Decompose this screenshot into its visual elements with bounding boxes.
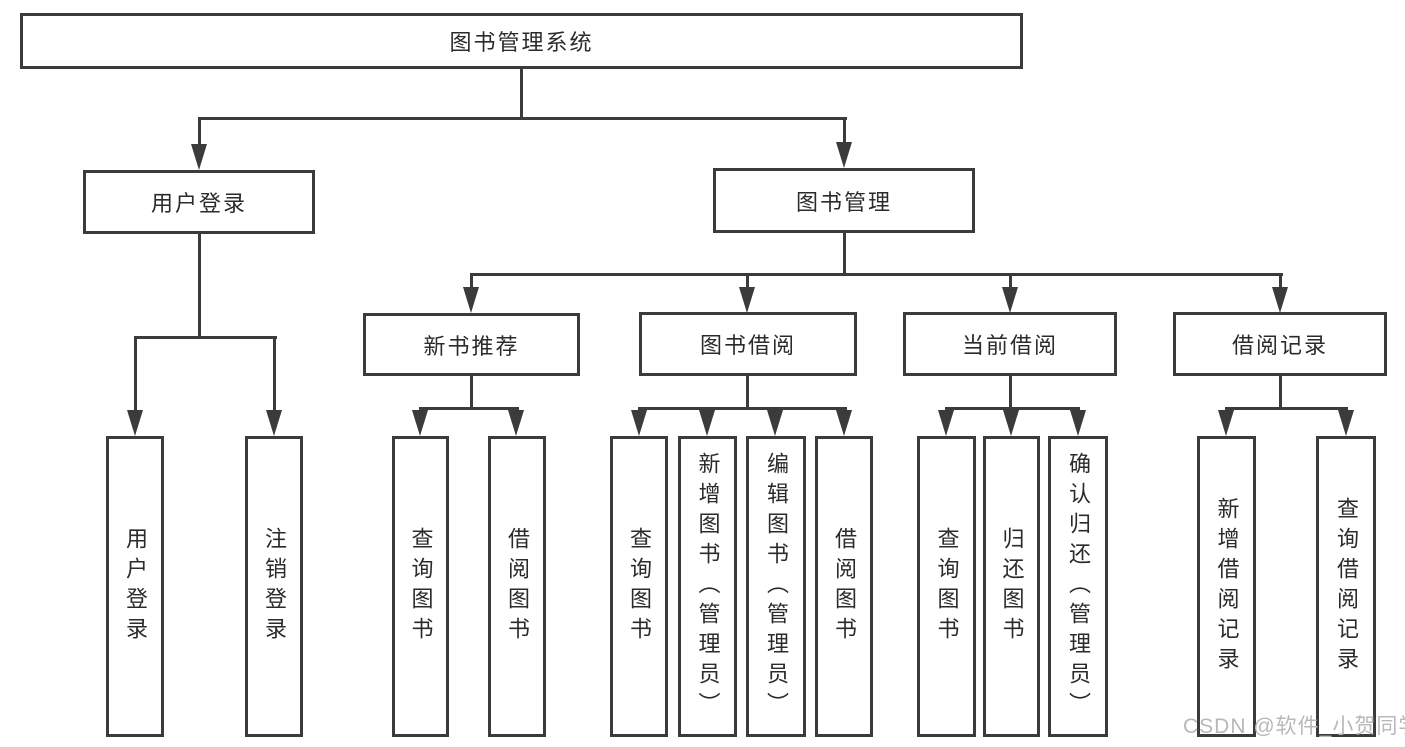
connector-line [198,117,201,147]
connector-line [746,374,749,409]
connector-line [198,117,847,120]
arrowhead [508,410,524,436]
connector-line [273,336,276,414]
node-library-system: 图书管理系统 [20,13,1023,69]
node-label: 归还图书 [999,526,1025,647]
arrowhead [412,410,428,436]
node-label: 借阅图书 [832,526,857,647]
leaf-query-borrow-record: 查询借阅记录 [1316,436,1376,737]
connector-line [1009,374,1012,409]
connector-line [470,273,473,289]
connector-line [1279,273,1282,289]
connector-line [1279,374,1282,409]
connector-line [746,273,749,289]
node-borrow-records: 借阅记录 [1173,312,1387,376]
leaf-add-books-admin: 新增图书（管理员） [678,436,737,737]
arrowhead [1218,410,1234,436]
leaf-borrow-books: 借阅图书 [815,436,873,737]
arrowhead [767,410,783,436]
node-label: 借阅图书 [505,526,530,647]
arrowhead [938,410,954,436]
connector-line [843,117,846,145]
arrowhead [631,410,647,436]
arrowhead [463,287,479,313]
leaf-confirm-return-admin: 确认归还（管理员） [1048,436,1108,737]
node-label: 图书管理系统 [449,30,594,55]
node-label: 确认归还（管理员） [1066,451,1091,722]
node-label: 查询图书 [408,526,434,647]
connector-line [198,233,201,338]
connector-line [470,374,473,409]
arrowhead [836,142,852,168]
connector-line [1225,407,1348,410]
node-book-borrow: 图书借阅 [639,312,857,376]
connector-line [134,336,137,414]
connector-line [520,68,523,120]
node-label: 新增借阅记录 [1214,496,1240,677]
arrowhead [836,410,852,436]
arrowhead [127,410,143,436]
node-label: 注销登录 [262,526,287,647]
arrowhead [1003,410,1019,436]
node-label: 当前借阅 [961,333,1058,358]
arrowhead [1338,410,1354,436]
leaf-edit-books-admin: 编辑图书（管理员） [746,436,806,737]
arrowhead [266,410,282,436]
connector-line [638,407,847,410]
watermark: CSDN @软件_小贺同学 [1183,715,1405,738]
node-label: 借阅记录 [1231,333,1328,358]
arrowhead [699,410,715,436]
arrowhead [1272,287,1288,313]
connector-line [1009,273,1012,289]
node-label: 图书管理 [795,189,892,215]
arrowhead [1002,287,1018,313]
connector-line [134,336,277,339]
leaf-query-books-borrow: 查询图书 [610,436,668,737]
leaf-user-login: 用户登录 [106,436,164,737]
node-label: 查询借阅记录 [1334,496,1359,677]
leaf-logout: 注销登录 [245,436,303,737]
leaf-borrow-books-recommend: 借阅图书 [488,436,546,737]
node-label: 查询图书 [627,526,652,647]
connector-line [470,273,1283,276]
node-user-login: 用户登录 [83,170,315,234]
node-label: 用户登录 [150,191,247,216]
leaf-query-books-current: 查询图书 [917,436,976,737]
node-label: 新书推荐 [423,333,520,359]
leaf-query-books-recommend: 查询图书 [392,436,449,737]
node-label: 新增图书（管理员） [695,451,721,722]
node-current-borrow: 当前借阅 [903,312,1117,376]
node-label: 图书借阅 [699,333,796,358]
leaf-return-books: 归还图书 [983,436,1040,737]
connector-line [419,407,519,410]
arrowhead [739,287,755,313]
leaf-add-borrow-record: 新增借阅记录 [1197,436,1256,737]
node-label: 编辑图书（管理员） [764,451,789,722]
arrowhead [191,144,207,170]
node-book-management: 图书管理 [713,168,975,233]
node-label: 查询图书 [934,526,960,647]
connector-line [843,232,846,276]
node-new-book-recommend: 新书推荐 [363,313,580,376]
node-label: 用户登录 [123,526,148,647]
arrowhead [1070,410,1086,436]
